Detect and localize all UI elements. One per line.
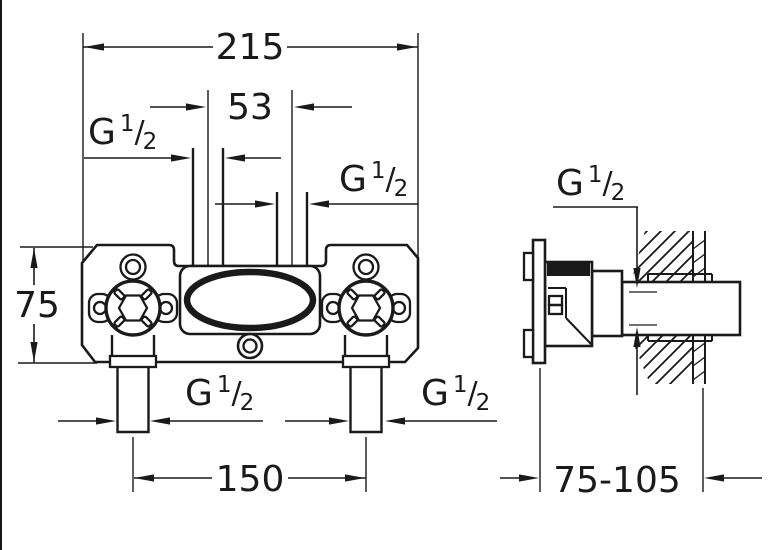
dim-depth-range: 75-105	[500, 368, 762, 501]
bottom-center-port-ring	[236, 332, 264, 360]
center-body-oval	[183, 268, 317, 332]
mounting-plate-edge	[531, 238, 547, 365]
valve-body-right	[320, 253, 412, 434]
dim-top-ports-spacing-value: 53	[227, 87, 273, 128]
valve-body-left	[87, 253, 179, 434]
valve-left-pipe	[116, 367, 150, 434]
valve-internal-section	[547, 287, 592, 345]
dim-overall-width-value: 215	[216, 27, 285, 68]
top-port-left	[191, 148, 225, 266]
valve-left-circle	[104, 279, 162, 337]
outlet-pipe	[620, 280, 742, 337]
plate-tab-upper	[522, 251, 535, 282]
valve-right-collar	[341, 354, 391, 369]
dim-bottom-ports-spacing-value: 150	[216, 459, 285, 500]
front-view	[80, 148, 420, 434]
valve-right-hex	[350, 294, 382, 322]
valve-right-slots	[346, 288, 386, 328]
valve-left-collar	[108, 354, 158, 369]
wall-sleeve	[647, 273, 713, 342]
valve-left-top-ring	[119, 253, 147, 281]
dim-depth-range-value: 75-105	[553, 460, 681, 501]
valve-right-pipe	[349, 367, 383, 434]
valve-right-top-ring	[352, 253, 380, 281]
dim-body-height-value: 75	[14, 285, 60, 326]
valve-left-hex	[117, 294, 149, 322]
valve-neck	[590, 269, 624, 338]
valve-left-slots	[113, 288, 153, 328]
screenshot-left-border	[0, 0, 2, 550]
dim-body-height: 75	[14, 246, 97, 364]
side-view	[522, 231, 742, 384]
valve-right-circle	[337, 279, 395, 337]
center-body	[178, 264, 322, 360]
dim-bottom-ports-spacing: 150	[132, 437, 367, 500]
plate-tab-lower	[522, 328, 535, 359]
dim-overall-width: 215	[82, 27, 419, 262]
dim-top-ports-spacing: 53	[150, 87, 352, 266]
top-port-right	[275, 192, 309, 266]
valve-seal-band	[547, 262, 590, 276]
center-body-housing	[178, 264, 322, 336]
